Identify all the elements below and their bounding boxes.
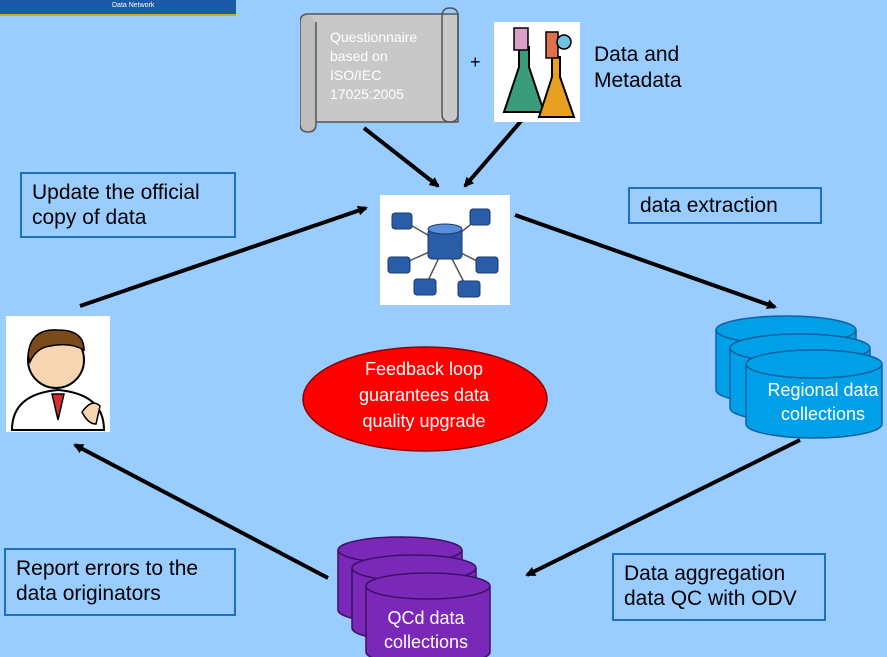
arrow-db-to-regional (514, 213, 777, 310)
qcd-data-cylinders (337, 536, 491, 657)
person-avatar-icon (6, 316, 110, 432)
data-aggregation-box: Data aggregation data QC with ODV (612, 553, 826, 621)
data-metadata-label: Data and Metadata (594, 43, 682, 92)
arrow-regional-to-qcd (525, 438, 801, 577)
logo-banner: Data Network (0, 0, 236, 16)
plus-sign: + (470, 52, 481, 72)
logo-gold-border (0, 0, 236, 16)
arrow-data-to-db (463, 111, 530, 188)
regional-data-label: Regional data collections (767, 380, 879, 424)
arrow-person-to-db (79, 205, 368, 308)
report-errors-box: Report errors to the data originators (4, 548, 236, 616)
qcd-data-label: QCd data collections (383, 608, 469, 652)
arrow-qcd-to-person (73, 443, 329, 580)
feedback-ellipse (302, 346, 548, 452)
feedback-text: Feedback loop guarantees data quality up… (358, 359, 490, 431)
logo-text: Data Network (112, 2, 155, 9)
data-extraction-box: data extraction (628, 187, 822, 224)
arrow-questionnaire-to-db (362, 126, 440, 188)
questionnaire-label: Questionnaire based on ISO/IEC 17025:200… (330, 29, 418, 102)
regional-data-cylinders (715, 315, 883, 439)
laboratory-flask-icon (494, 22, 580, 122)
database-network-icon (380, 195, 510, 305)
scroll-document-icon (300, 7, 459, 133)
update-copy-box: Update the official copy of data (20, 172, 236, 238)
